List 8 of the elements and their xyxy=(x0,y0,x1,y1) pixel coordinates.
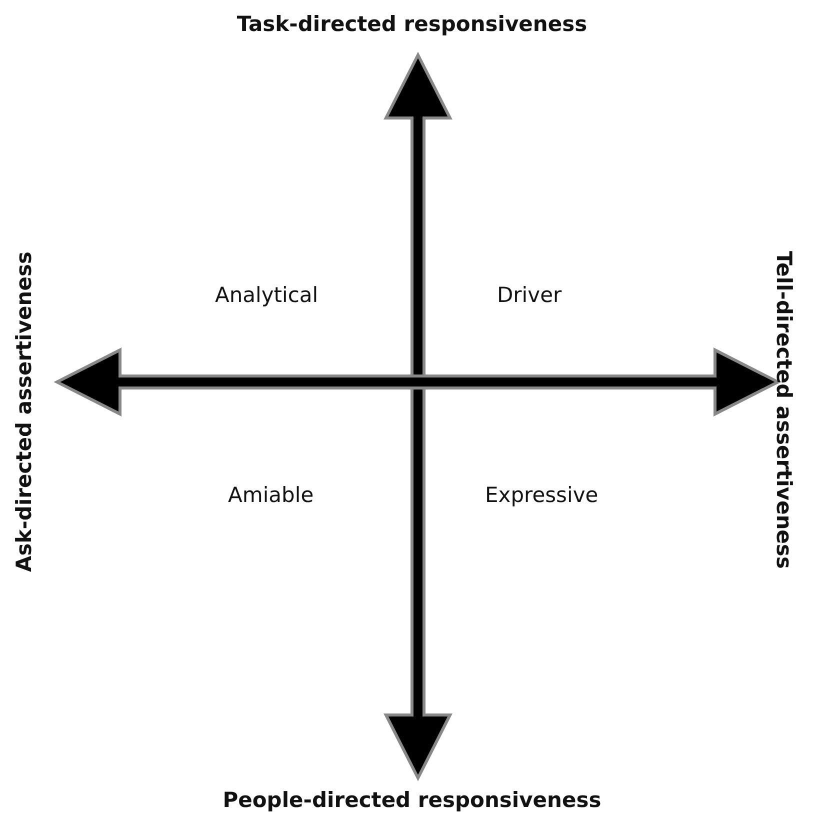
axis-label: People-directed responsiveness xyxy=(222,788,602,812)
quadrant-label: Amiable xyxy=(228,483,314,507)
axis-label: Task-directed responsiveness xyxy=(236,12,588,36)
quadrant-label: Expressive xyxy=(485,483,598,507)
axis-label: Tell-directed assertiveness xyxy=(772,251,796,569)
axis-label: Ask-directed assertiveness xyxy=(12,252,36,572)
quadrant-label: Analytical xyxy=(215,283,318,307)
quadrant-label: Driver xyxy=(497,283,562,307)
